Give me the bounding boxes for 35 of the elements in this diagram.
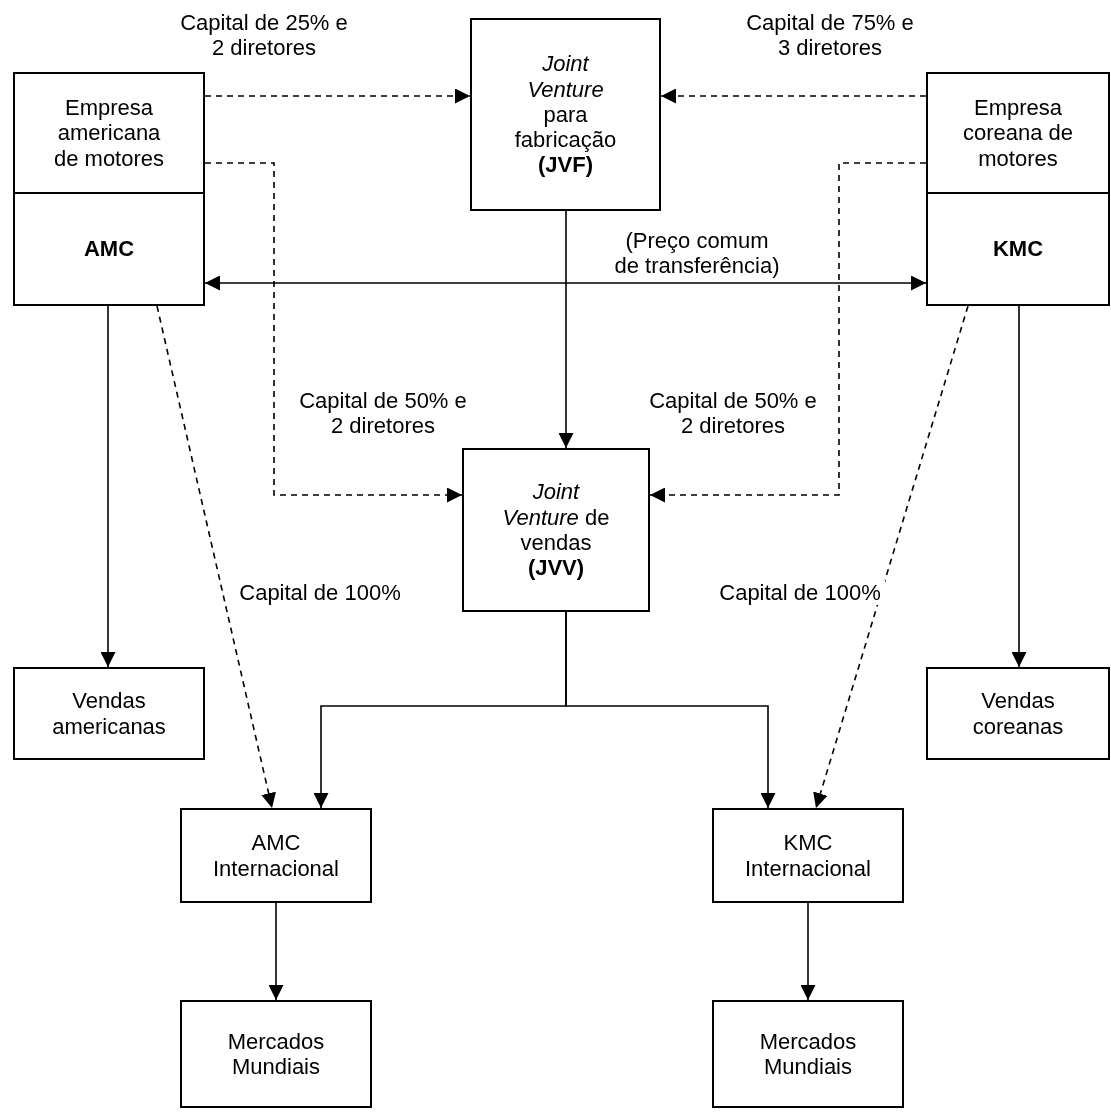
process-box xyxy=(926,72,1110,306)
process-box xyxy=(712,808,904,903)
arrow xyxy=(268,902,284,1001)
process-box xyxy=(13,667,205,760)
arrow xyxy=(1011,305,1027,668)
box-label: AMC Internacional xyxy=(212,830,340,881)
process-box xyxy=(470,18,661,211)
process-box xyxy=(180,808,372,903)
arrow xyxy=(558,210,574,449)
arrow xyxy=(204,275,927,291)
box-label: KMC Internacional xyxy=(744,830,872,881)
arrow xyxy=(100,305,116,668)
process-box xyxy=(180,1000,372,1108)
arrow xyxy=(800,902,816,1001)
process-box xyxy=(926,667,1110,760)
box-label: Joint Venture de vendas (JVV) xyxy=(501,479,611,581)
box-heading: Empresa coreana de motores xyxy=(961,95,1075,171)
box-label: Mercados Mundiais xyxy=(758,1028,858,1080)
box-abbreviation: AMC xyxy=(83,236,135,262)
dashed-arrow xyxy=(204,88,471,104)
dashed-arrow xyxy=(649,162,927,503)
dashed-arrow xyxy=(204,162,463,503)
box-abbreviation: KMC xyxy=(992,236,1044,262)
dashed-arrow xyxy=(813,305,969,809)
box-label: Vendas coreanas xyxy=(971,688,1065,739)
box-label: Mercados Mundiais xyxy=(226,1028,326,1080)
process-box xyxy=(13,72,205,306)
arrow xyxy=(565,611,776,809)
box-heading: Empresa americana de motores xyxy=(52,95,166,171)
dashed-arrow xyxy=(156,305,276,809)
box-label: Joint Venture para fabricação (JVF) xyxy=(513,51,618,178)
process-box xyxy=(712,1000,904,1108)
process-box xyxy=(462,448,650,612)
box-label: Vendas americanas xyxy=(51,688,167,739)
dashed-arrow xyxy=(660,88,927,104)
